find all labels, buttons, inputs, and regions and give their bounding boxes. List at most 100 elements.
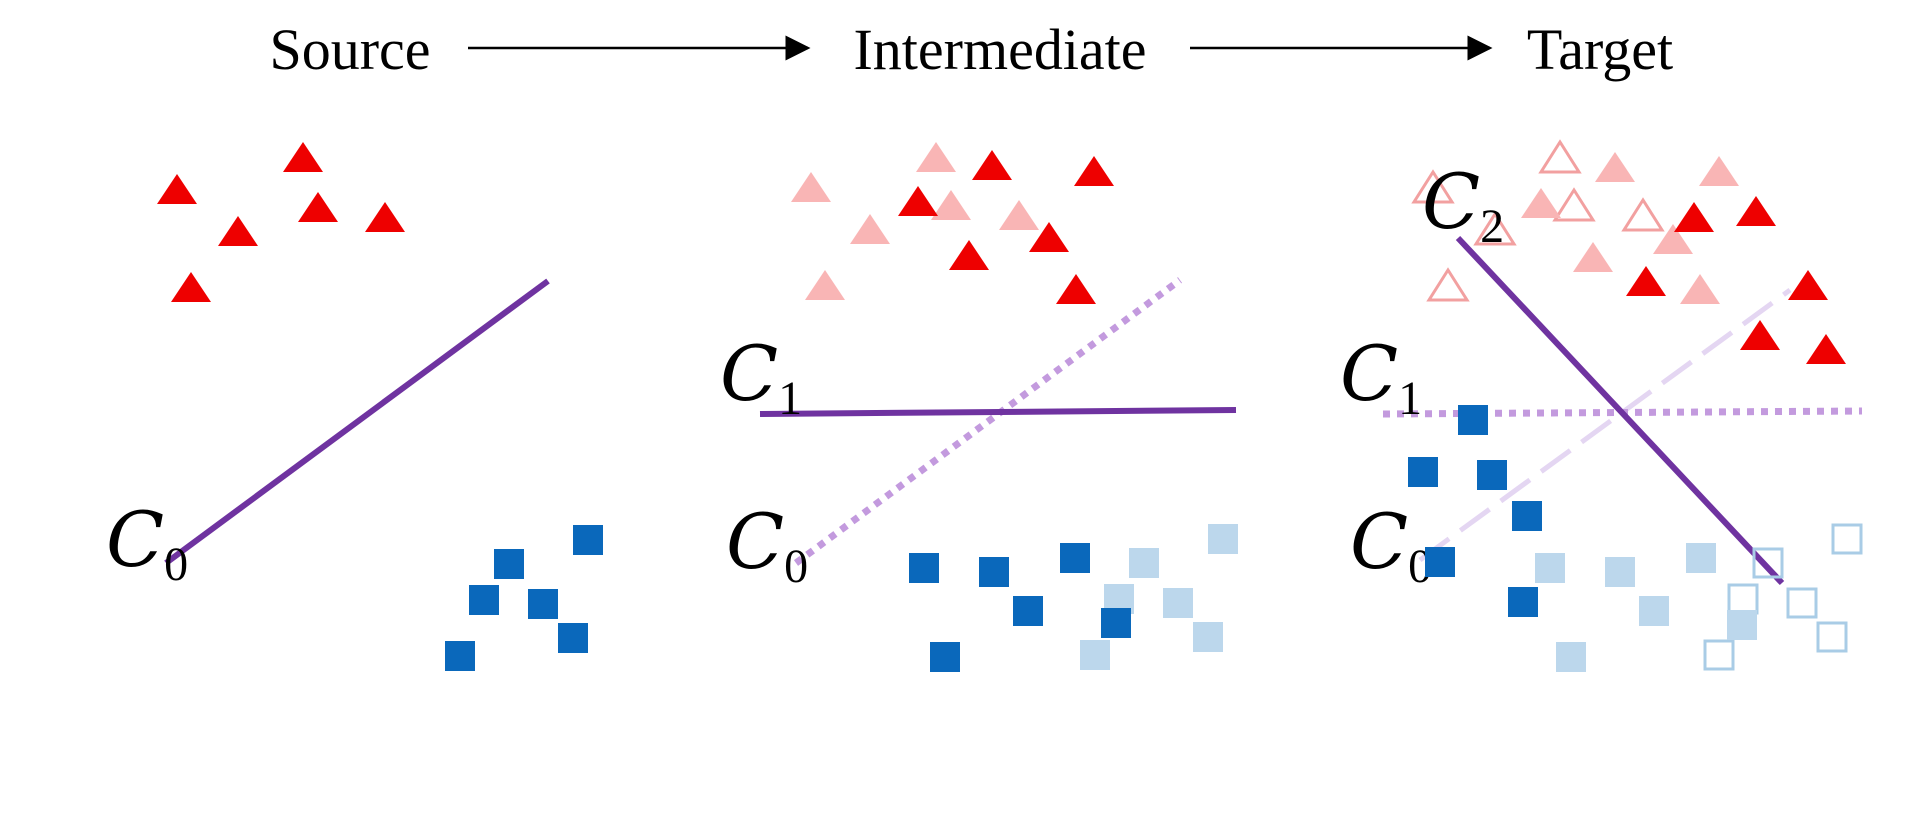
stage-title-source: Source [269,17,430,82]
triangle-marker [157,174,197,204]
faded-triangle-marker [1699,156,1739,186]
faded-square-marker [1080,640,1110,670]
source-triangles [157,142,405,302]
label-c1: C1 [720,329,802,425]
square-marker [979,557,1009,587]
label-c2: C2 [1422,157,1504,253]
faded-triangle-marker [1573,242,1613,272]
triangle-marker [1740,320,1780,350]
label-c0: C0 [726,497,808,593]
header: Source Intermediate Target [269,17,1673,82]
faded-triangle-marker [999,200,1039,230]
faded-triangle-marker [805,270,845,300]
faded-square-marker [1605,557,1635,587]
hollow-triangle-marker [1552,187,1596,222]
triangle-marker [298,192,338,222]
triangle-marker [1056,274,1096,304]
intermediate-triangles [898,150,1114,304]
classifier-c0-faded-line [1418,287,1792,563]
faded-square-marker [1193,622,1223,652]
square-marker [558,623,588,653]
square-marker [1060,543,1090,573]
target-squares [1408,405,1542,617]
square-marker [445,641,475,671]
square-marker [469,585,499,615]
faded-square-marker [1535,553,1565,583]
triangle-marker [898,186,938,216]
square-marker [1508,587,1538,617]
hollow-square-marker [1703,639,1735,671]
triangle-marker [171,272,211,302]
faded-triangle-marker [1595,152,1635,182]
classifier-c0-faded-line [793,277,1183,566]
square-marker [1013,596,1043,626]
triangle-marker [365,202,405,232]
triangle-marker [218,216,258,246]
faded-triangle-marker [850,214,890,244]
stage-title-target: Target [1527,17,1673,82]
classifier-c1-line [759,407,1237,417]
square-marker [1101,608,1131,638]
hollow-triangle-marker [1426,267,1470,302]
hollow-square-marker [1816,621,1848,653]
triangle-marker [1626,266,1666,296]
square-marker [1408,457,1438,487]
source-panel: C0 [106,142,603,671]
source-squares [445,525,603,671]
intermediate-squares [909,543,1131,672]
hollow-triangle-marker [1411,169,1455,204]
target-faded-squares [1535,543,1757,672]
triangle-marker [1029,222,1069,252]
target-hollow-triangles [1411,139,1665,302]
faded-triangle-marker [1680,274,1720,304]
label-c0: C0 [106,495,188,591]
hollow-square-marker [1786,587,1818,619]
faded-square-marker [1727,610,1757,640]
triangle-marker [949,240,989,270]
square-marker [494,549,524,579]
faded-triangle-marker [1653,224,1693,254]
triangle-marker [1806,334,1846,364]
intermediate-faded-squares [1080,524,1238,670]
faded-triangle-marker [1521,188,1561,218]
faded-square-marker [1129,548,1159,578]
hollow-square-marker [1727,583,1759,615]
faded-square-marker [1639,596,1669,626]
hollow-triangle-marker [1473,211,1517,246]
triangle-marker [1736,196,1776,226]
stage-title-intermediate: Intermediate [853,17,1146,82]
faded-triangle-marker [791,172,831,202]
square-marker [1477,460,1507,490]
triangle-marker [972,150,1012,180]
intermediate-faded-triangles [791,142,1039,300]
triangle-marker [1788,270,1828,300]
triangle-marker [1674,202,1714,232]
target-triangles [1626,196,1846,364]
label-c1: C1 [1340,329,1422,425]
label-c0: C0 [1350,497,1432,593]
hollow-square-marker [1831,523,1863,555]
classifier-c0-line [164,278,550,566]
faded-square-marker [1556,642,1586,672]
square-marker [528,589,558,619]
square-marker [930,642,960,672]
square-marker [1425,547,1455,577]
intermediate-panel: C1 C0 [720,142,1238,672]
hollow-square-marker [1752,547,1784,579]
target-panel: C1 C2 C0 [1340,139,1863,672]
square-marker [1512,501,1542,531]
target-hollow-squares [1703,523,1863,671]
square-marker [573,525,603,555]
hollow-triangle-marker [1621,197,1665,232]
classifier-c2-line [1455,235,1785,586]
faded-triangle-marker [931,190,971,220]
hollow-triangle-marker [1538,139,1582,174]
target-faded-triangles [1521,152,1739,304]
faded-square-marker [1163,588,1193,618]
triangle-marker [283,142,323,172]
triangle-marker [1074,156,1114,186]
square-marker [909,553,939,583]
faded-square-marker [1208,524,1238,554]
faded-square-marker [1686,543,1716,573]
